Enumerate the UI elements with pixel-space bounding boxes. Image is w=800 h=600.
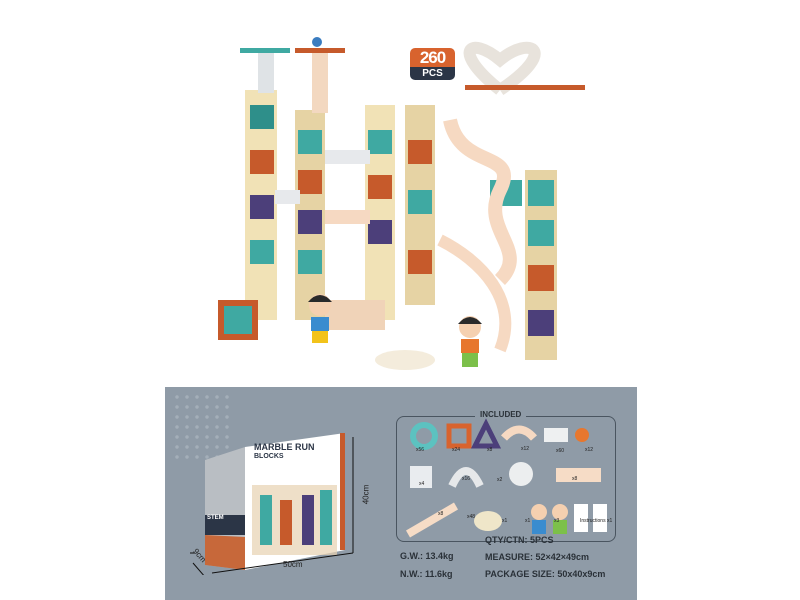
spiral-funnel-icon: [509, 462, 533, 486]
curved-track-icon: [501, 425, 537, 441]
box-title-line2: BLOCKS: [254, 453, 284, 460]
item-count: x1: [502, 518, 508, 524]
purple-triangle-icon: [470, 418, 502, 449]
item-count: x8: [487, 447, 493, 453]
instructions-icon: [593, 504, 607, 532]
item-count: x8: [438, 511, 444, 517]
gross-weight: G.W.: 13.4kg: [400, 551, 454, 561]
included-title: INCLUDED: [475, 410, 527, 419]
package-size: PACKAGE SIZE: 50x40x9cm: [485, 569, 606, 579]
dot-pattern: [172, 392, 232, 462]
piece-unit: PCS: [410, 67, 455, 80]
product-box: [190, 433, 354, 575]
item-count: x24: [452, 447, 461, 453]
item-count: x12: [585, 447, 594, 453]
item-count: x2: [497, 477, 503, 483]
item-count: x4: [419, 481, 425, 487]
piece-count-badge: 260 PCS: [410, 48, 455, 80]
middle-towers: [275, 105, 435, 320]
girl-figure: [458, 316, 482, 367]
base-plate-icon: [474, 511, 502, 531]
box-height: 40cm: [361, 484, 371, 505]
box-side-label: STEM: [207, 515, 224, 521]
t-connector-icon: [410, 466, 432, 488]
boy-figure-icon: [532, 520, 546, 534]
teal-gear-icon: [410, 422, 438, 450]
slide-icon: [405, 502, 459, 538]
item-count: x48: [467, 514, 476, 520]
box-width: 50cm: [283, 560, 303, 569]
marble-run-illustration: [218, 37, 585, 370]
marble-icon: [575, 428, 589, 442]
straight-tube-icon: [544, 428, 568, 442]
boy-figure: [308, 294, 332, 343]
item-count: Instructions x1: [580, 518, 613, 524]
right-tower: [437, 41, 585, 360]
item-count: x1: [525, 518, 531, 524]
item-count: x16: [462, 476, 471, 482]
u-bend-icon: [448, 467, 484, 488]
long-tube-icon: [556, 468, 601, 482]
piece-count: 260: [410, 48, 455, 67]
item-count: x8: [572, 476, 578, 482]
orange-square-icon: [446, 423, 472, 449]
girl-figure-icon: [553, 520, 567, 534]
sticker-sheet-icon: [574, 504, 588, 532]
item-count: x60: [556, 448, 565, 454]
item-count: x56: [416, 447, 425, 453]
base-blocks: [218, 300, 435, 370]
qty-per-carton: QTY/CTN: 5PCS: [485, 535, 554, 545]
net-weight: N.W.: 11.6kg: [400, 569, 453, 579]
included-items: [405, 418, 607, 538]
item-count: x12: [521, 446, 530, 452]
item-count: x3: [554, 518, 560, 524]
carton-measure: MEASURE: 52×42×49cm: [485, 552, 590, 562]
left-tower: [240, 37, 345, 320]
box-title-line1: MARBLE RUN: [254, 442, 315, 452]
box-title: MARBLE RUN BLOCKS: [254, 443, 315, 461]
